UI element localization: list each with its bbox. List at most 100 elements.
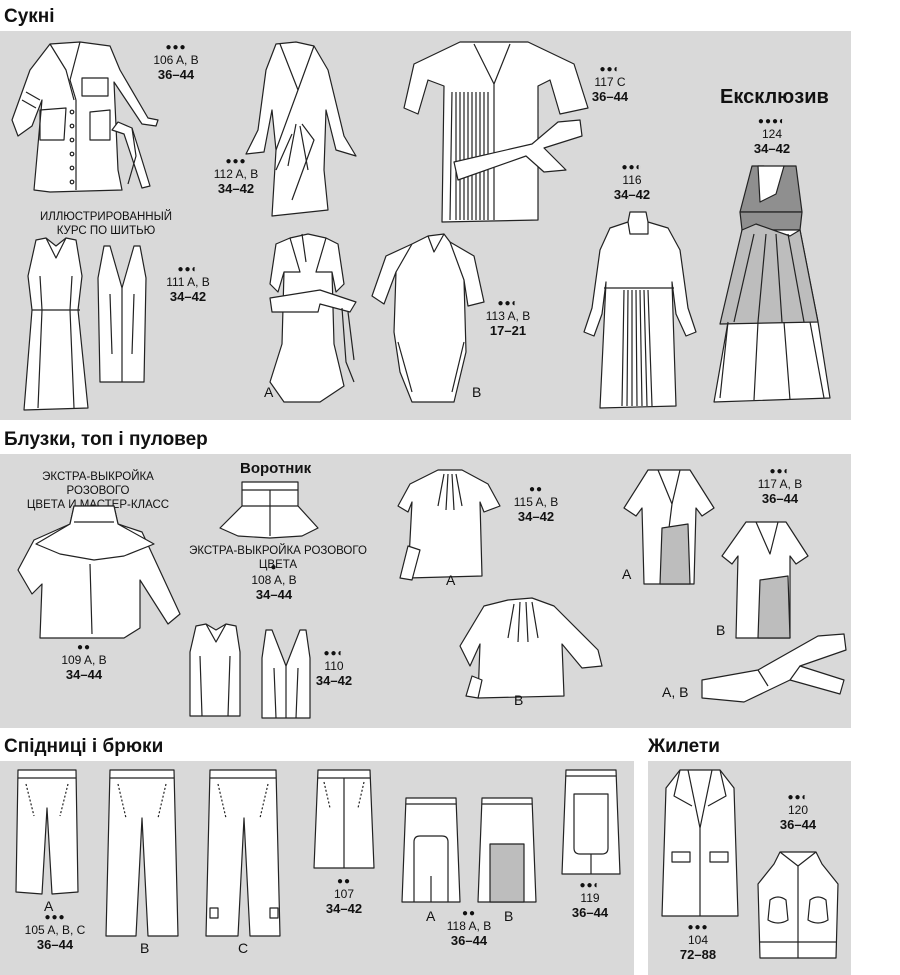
- sketch-113a-dress: [269, 233, 357, 403]
- difficulty-106: ●●●: [165, 42, 187, 53]
- model-108-sizes: 34–44: [255, 587, 293, 602]
- sketch-117-belt: [701, 633, 847, 703]
- label-111: ●●◐ 111 A, B 34–42: [160, 264, 216, 304]
- model-124-number: 124: [761, 127, 783, 141]
- difficulty-109: ●●: [76, 642, 92, 653]
- label-113: ●●◐ 113 A, B 17–21: [480, 298, 536, 338]
- difficulty-119: ●●◐: [579, 880, 601, 891]
- sketch-119-skirt: [561, 769, 621, 875]
- section-title-vests: Жилети: [648, 736, 720, 757]
- extra-pink-note-line2: ЦВЕТА И МАСТЕР-КЛАСС: [26, 499, 170, 511]
- extra-pink-note: ЭКСТРА-ВЫКРОЙКА РОЗОВОГО ЦВЕТА И МАСТЕР-…: [10, 470, 186, 512]
- model-106-sizes: 36–44: [157, 67, 195, 82]
- model-115-sizes: 34–42: [517, 509, 555, 524]
- label-117c: ●●◐ 117 C 36–44: [582, 64, 638, 104]
- sketch-111-front: [23, 237, 89, 411]
- letter-105-b: B: [140, 940, 150, 956]
- model-115-number: 115 A, B: [513, 495, 559, 509]
- model-124-sizes: 34–42: [753, 141, 791, 156]
- difficulty-117ab: ●●◐: [769, 466, 791, 477]
- course-note-line2: КУРС ПО ШИТЬЮ: [56, 225, 156, 237]
- model-109-number: 109 A, B: [61, 653, 107, 667]
- label-124: ●●●◐ 124 34–42: [740, 116, 804, 156]
- sketch-117a-top: [623, 469, 715, 585]
- model-106-number: 106 A, B: [153, 53, 199, 67]
- difficulty-124: ●●●◐: [757, 116, 787, 127]
- model-117c-number: 117 C: [594, 75, 626, 89]
- label-110: ●●◐ 110 34–42: [306, 648, 362, 688]
- label-104: ●●● 104 72–88: [670, 922, 726, 962]
- difficulty-120: ●●◐: [787, 792, 809, 803]
- model-117c-sizes: 36–44: [591, 89, 629, 104]
- letter-117-a: A: [622, 566, 632, 582]
- label-120: ●●◐ 120 36–44: [770, 792, 826, 832]
- course-note-line1: ИЛЛЮСТРИРОВАННЫЙ: [39, 211, 173, 223]
- sketch-124-maxi-dress: [713, 165, 831, 403]
- difficulty-113: ●●◐: [497, 298, 519, 309]
- label-105: ●●● 105 A, B, C 36–44: [22, 912, 88, 952]
- model-107-sizes: 34–42: [325, 901, 363, 916]
- model-117ab-sizes: 36–44: [761, 491, 799, 506]
- sketch-105b-trousers: [105, 769, 179, 937]
- letter-117-ab: A, B: [662, 684, 689, 700]
- model-116-number: 116: [622, 173, 642, 187]
- difficulty-108: ●: [270, 562, 278, 573]
- section-title-dresses: Сукні: [4, 6, 55, 27]
- model-113-number: 113 A, B: [485, 309, 531, 323]
- model-108-number: 108 A, B: [251, 573, 297, 587]
- sketch-115a-blouse: [397, 469, 501, 581]
- model-119-number: 119: [580, 891, 600, 905]
- letter-117-b: B: [716, 622, 726, 638]
- model-111-number: 111 A, B: [166, 275, 210, 289]
- difficulty-107: ●●: [336, 876, 352, 887]
- model-119-sizes: 36–44: [571, 905, 609, 920]
- difficulty-111: ●●◐: [177, 264, 199, 275]
- sketch-118b-skirt: [477, 797, 537, 903]
- sketch-110-back: [261, 629, 311, 719]
- model-112-sizes: 34–42: [217, 181, 255, 196]
- difficulty-116: ●●◐: [621, 162, 643, 173]
- label-106: ●●● 106 A, B 36–44: [148, 42, 204, 82]
- model-117ab-number: 117 A, B: [757, 477, 803, 491]
- difficulty-118: ●●: [461, 908, 477, 919]
- label-112: ●●● 112 A, B 34–42: [208, 156, 264, 196]
- sketch-113b-dress: [371, 233, 485, 403]
- label-119: ●●◐ 119 36–44: [562, 880, 618, 920]
- difficulty-110: ●●◐: [323, 648, 345, 659]
- difficulty-117c: ●●◐: [599, 64, 621, 75]
- sketch-107-skirt: [313, 769, 375, 869]
- sketch-120-vest: [757, 851, 839, 959]
- collar-label: Воротник: [240, 460, 312, 477]
- label-117ab: ●●◐ 117 A, B 36–44: [752, 466, 808, 506]
- label-118: ●● 118 A, B 36–44: [440, 908, 498, 948]
- label-108: ● 108 A, B 34–44: [244, 562, 304, 602]
- letter-118-a: A: [426, 908, 436, 924]
- model-118-sizes: 36–44: [450, 933, 488, 948]
- model-120-sizes: 36–44: [779, 817, 817, 832]
- model-105-number: 105 A, B, C: [24, 923, 86, 937]
- model-116-sizes: 34–42: [613, 187, 651, 202]
- sketch-111-back: [97, 245, 147, 383]
- letter-105-c: C: [238, 940, 249, 956]
- sketch-118a-skirt: [401, 797, 461, 903]
- sketch-106-coat-dress: [11, 41, 159, 193]
- sketch-105a-culottes: [15, 769, 79, 895]
- model-107-number: 107: [333, 887, 355, 901]
- label-116: ●●◐ 116 34–42: [604, 162, 660, 202]
- extra-pink-color-note: ЭКСТРА-ВЫКРОЙКА РОЗОВОГО ЦВЕТА: [189, 545, 367, 571]
- sketch-117c-kimono-dress: [403, 41, 589, 223]
- sketch-115b-blouse: [459, 597, 603, 699]
- section-title-blouses: Блузки, топ і пуловер: [4, 429, 208, 450]
- difficulty-104: ●●●: [687, 922, 709, 933]
- model-105-sizes: 36–44: [36, 937, 74, 952]
- sketch-110-front: [189, 623, 241, 717]
- model-113-sizes: 17–21: [489, 323, 527, 338]
- letter-115-b: B: [514, 692, 524, 708]
- letter-113-b: B: [472, 384, 482, 400]
- label-107: ●● 107 34–42: [316, 876, 372, 916]
- extra-pink-note-line1: ЭКСТРА-ВЫКРОЙКА РОЗОВОГО: [42, 471, 154, 497]
- model-112-number: 112 A, B: [213, 167, 259, 181]
- letter-105-a: A: [44, 898, 54, 914]
- model-118-number: 118 A, B: [446, 919, 492, 933]
- letter-118-b: B: [504, 908, 514, 924]
